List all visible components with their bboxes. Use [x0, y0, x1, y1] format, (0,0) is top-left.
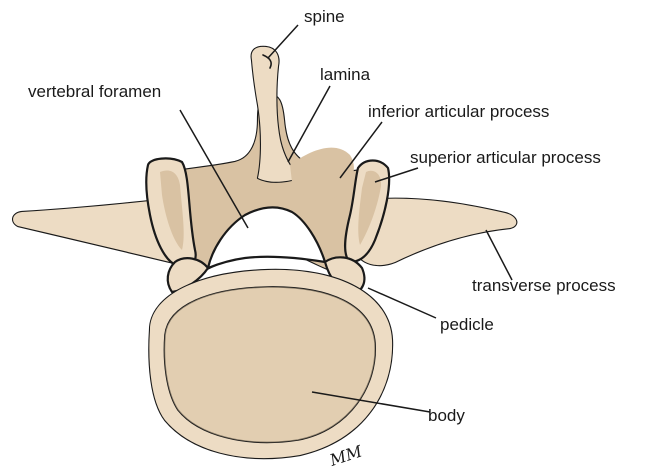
- label-body: body: [428, 406, 465, 425]
- label-lamina: lamina: [320, 65, 371, 84]
- label-inferior-articular-process: inferior articular process: [368, 102, 549, 121]
- label-transverse-process: transverse process: [472, 276, 616, 295]
- label-spine: spine: [304, 7, 345, 26]
- label-pedicle: pedicle: [440, 315, 494, 334]
- leader-spine: [268, 25, 298, 58]
- artist-signature: MM: [326, 441, 365, 470]
- label-superior-articular-process: superior articular process: [410, 148, 601, 167]
- label-vertebral-foramen: vertebral foramen: [28, 82, 161, 101]
- vertebral-body: [149, 270, 392, 458]
- leader-transverse-process: [486, 230, 512, 280]
